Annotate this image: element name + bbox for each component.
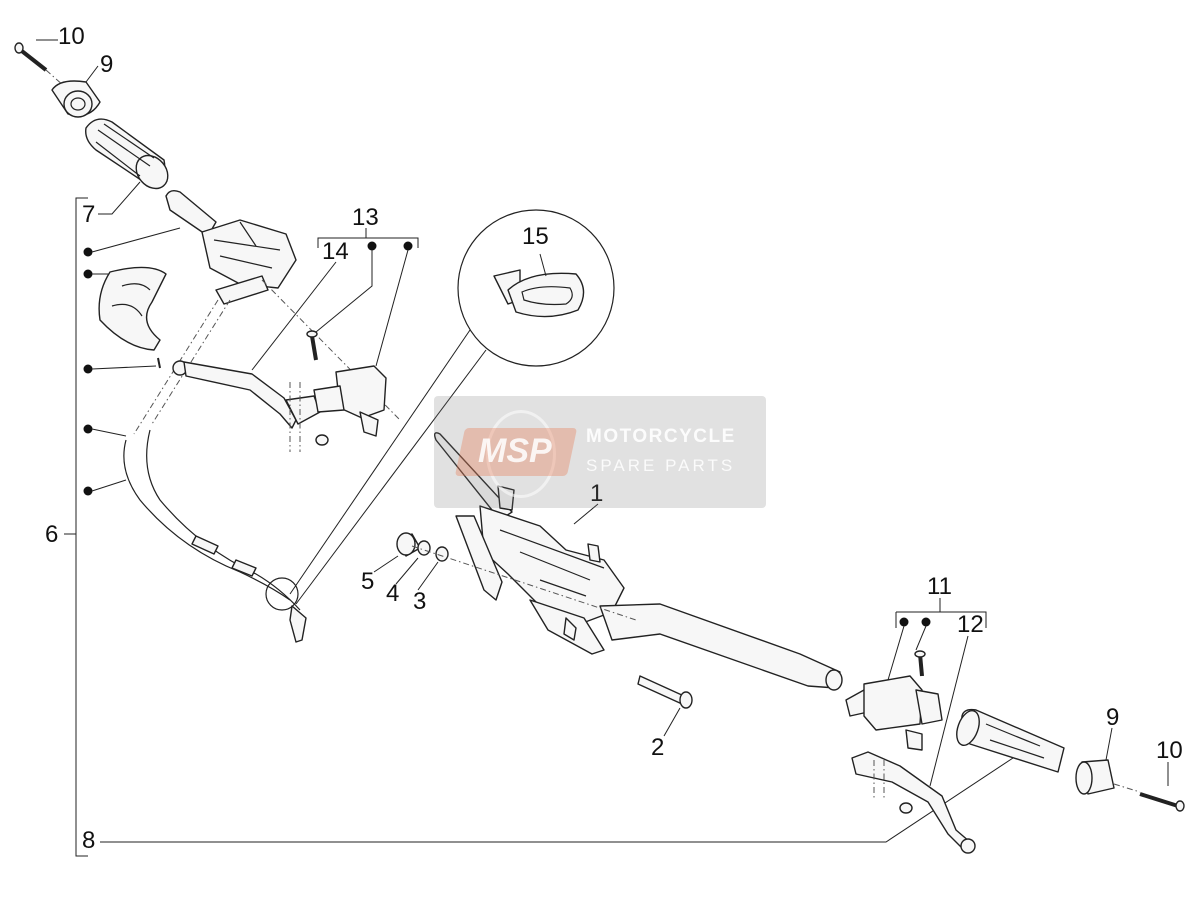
bolt-top-left [14, 39, 65, 87]
left-master-cylinder [306, 330, 387, 446]
label-3: 3 [413, 588, 426, 615]
label-9-left: 9 [100, 51, 113, 78]
label-4: 4 [386, 580, 399, 607]
label-1: 1 [590, 480, 603, 507]
label-15: 15 [522, 223, 549, 250]
label-10-left: 10 [58, 23, 85, 50]
label-11: 11 [927, 573, 952, 600]
watermark-globe-icon [486, 410, 556, 498]
bar-end-right [1075, 727, 1141, 795]
handlebar-bolt [637, 675, 693, 737]
watermark-line2: SPARE PARTS [586, 456, 736, 475]
label-12: 12 [957, 611, 984, 638]
label-9-right: 9 [1106, 704, 1119, 731]
left-brake-lever [172, 360, 321, 452]
label-7: 7 [82, 201, 95, 228]
group-bracket-13 [251, 228, 419, 371]
spacer-and-washers [373, 532, 637, 621]
grip-top-left [85, 118, 169, 190]
label-2: 2 [651, 734, 664, 761]
right-brake-lever [851, 635, 976, 854]
callout-labels: 1 2 3 4 5 6 7 8 9 9 10 10 11 12 13 14 15 [45, 23, 1183, 854]
watermark-line1: MOTORCYCLE [586, 426, 736, 447]
left-cover [98, 266, 167, 369]
label-14: 14 [322, 238, 349, 265]
label-10-right: 10 [1156, 737, 1183, 764]
label-5: 5 [361, 568, 374, 595]
detail-circle-15 [289, 209, 615, 605]
group-bracket-6 [64, 181, 1017, 857]
right-grip [956, 708, 1065, 773]
label-6: 6 [45, 521, 58, 548]
bolt-right [1139, 762, 1185, 812]
label-8: 8 [82, 827, 95, 854]
handlebar-frame [433, 432, 843, 691]
bar-end-top-left [51, 65, 101, 118]
left-switch-housing [133, 189, 401, 435]
watermark-logo-text: MSP [478, 432, 552, 470]
label-13: 13 [352, 204, 379, 231]
throttle-cables [123, 429, 307, 643]
right-master-cylinder [845, 598, 987, 751]
